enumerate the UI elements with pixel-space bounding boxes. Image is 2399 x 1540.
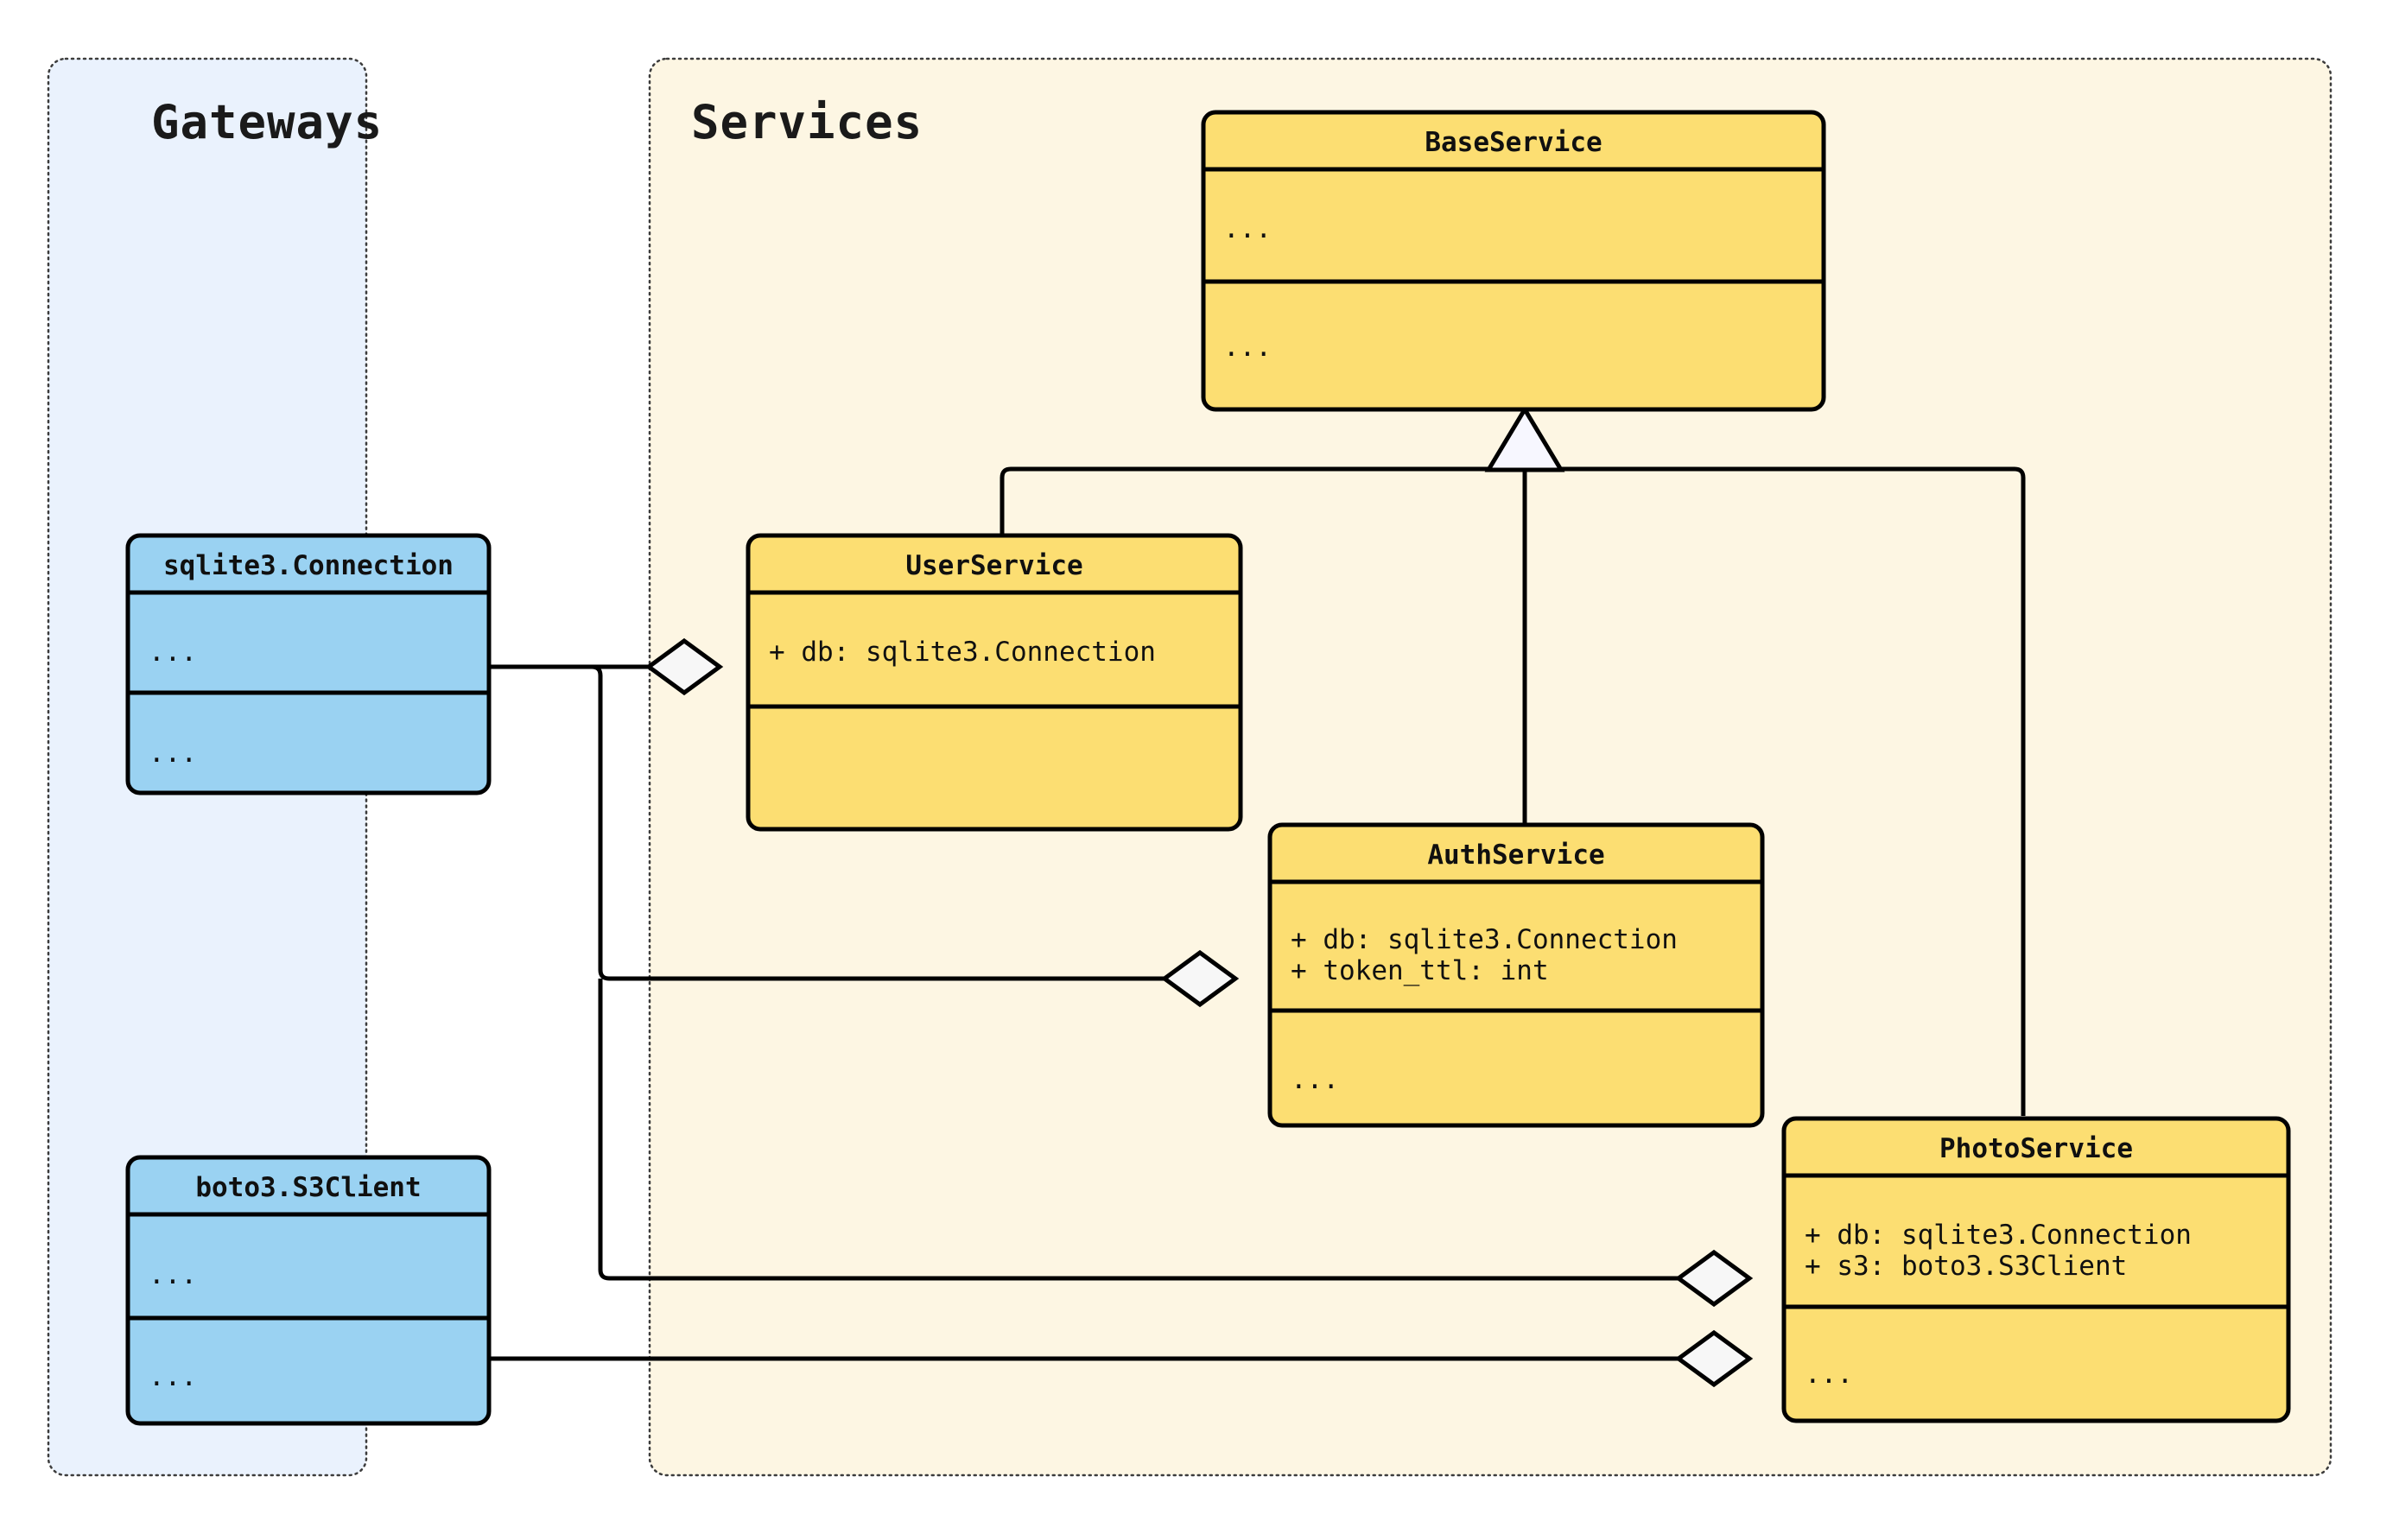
class-node-baseservice[interactable]: BaseService ... ... bbox=[1201, 110, 1826, 412]
relation-aggregation-sqlite-authservice bbox=[489, 664, 1240, 1008]
package-services-label: Services bbox=[691, 95, 923, 149]
package-gateways-label: Gateways bbox=[151, 95, 383, 149]
class-authservice-attribute-db: + db: sqlite3.Connection bbox=[1291, 924, 1678, 955]
class-baseservice-attribute: ... bbox=[1223, 213, 1272, 244]
class-authservice-title: AuthService bbox=[1427, 840, 1604, 871]
aggregation-diamond-photoservice-s3 bbox=[1674, 1329, 1754, 1388]
class-userservice-attribute: + db: sqlite3.Connection bbox=[769, 637, 1156, 668]
class-sqlite3-connection-method: ... bbox=[149, 738, 197, 769]
class-photoservice-title: PhotoService bbox=[1939, 1133, 2133, 1164]
class-sqlite3-connection-attribute: ... bbox=[149, 637, 197, 668]
aggregation-line-sqlite-photoservice bbox=[598, 979, 1714, 1281]
class-authservice-method: ... bbox=[1291, 1064, 1339, 1095]
class-baseservice-body bbox=[1201, 110, 1826, 412]
class-baseservice-title: BaseService bbox=[1425, 127, 1602, 158]
class-node-userservice[interactable]: UserService + db: sqlite3.Connection bbox=[746, 533, 1243, 832]
aggregation-diamond-authservice bbox=[1160, 949, 1240, 1008]
class-userservice-body bbox=[746, 533, 1243, 832]
class-sqlite3-connection-title: sqlite3.Connection bbox=[163, 550, 454, 581]
class-userservice-title: UserService bbox=[905, 550, 1082, 581]
class-photoservice-attribute-s3: + s3: boto3.S3Client bbox=[1805, 1251, 2127, 1282]
class-authservice-attribute-token-ttl: + token_ttl: int bbox=[1291, 955, 1549, 986]
relation-aggregation-sqlite-photoservice bbox=[598, 979, 1754, 1308]
class-photoservice-method: ... bbox=[1805, 1359, 1853, 1390]
class-baseservice-method: ... bbox=[1223, 332, 1272, 363]
class-boto3-s3client-body bbox=[125, 1155, 492, 1426]
class-boto3-s3client-method: ... bbox=[149, 1361, 197, 1392]
relation-aggregation-boto3-photoservice bbox=[489, 1329, 1754, 1388]
class-sqlite3-connection-body bbox=[125, 533, 492, 795]
class-authservice-body bbox=[1267, 822, 1765, 1128]
aggregation-line-sqlite-authservice bbox=[489, 664, 1200, 981]
aggregation-diamond-photoservice-db bbox=[1674, 1249, 1754, 1308]
class-node-photoservice[interactable]: PhotoService + db: sqlite3.Connection + … bbox=[1781, 1116, 2291, 1423]
class-photoservice-attribute-db: + db: sqlite3.Connection bbox=[1805, 1220, 2192, 1251]
class-node-sqlite3-connection[interactable]: sqlite3.Connection ... ... bbox=[125, 533, 492, 795]
inheritance-arrowhead-triangle bbox=[1484, 405, 1565, 472]
class-photoservice-body bbox=[1781, 1116, 2291, 1423]
class-boto3-s3client-attribute: ... bbox=[149, 1259, 197, 1290]
aggregation-diamond-userservice bbox=[644, 637, 724, 696]
relation-inheritance-group bbox=[1000, 405, 2026, 1116]
class-node-authservice[interactable]: AuthService + db: sqlite3.Connection + t… bbox=[1267, 822, 1765, 1128]
class-boto3-s3client-title: boto3.S3Client bbox=[195, 1172, 421, 1203]
class-node-boto3-s3client[interactable]: boto3.S3Client ... ... bbox=[125, 1155, 492, 1426]
